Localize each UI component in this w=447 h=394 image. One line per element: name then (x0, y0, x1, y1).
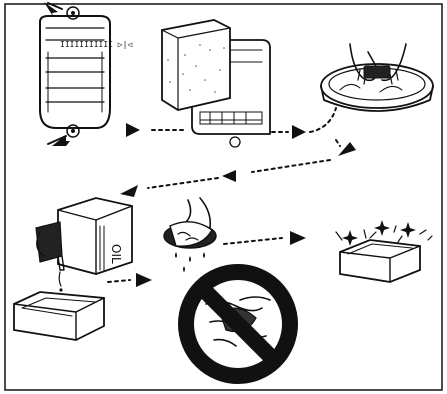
prohibited-wringing-icon (186, 272, 290, 376)
oil-tray-icon (14, 292, 104, 340)
oil-can-label: OIL (109, 244, 123, 264)
cover-label: IIIIIIIIIII ▷|◁ (60, 40, 132, 49)
